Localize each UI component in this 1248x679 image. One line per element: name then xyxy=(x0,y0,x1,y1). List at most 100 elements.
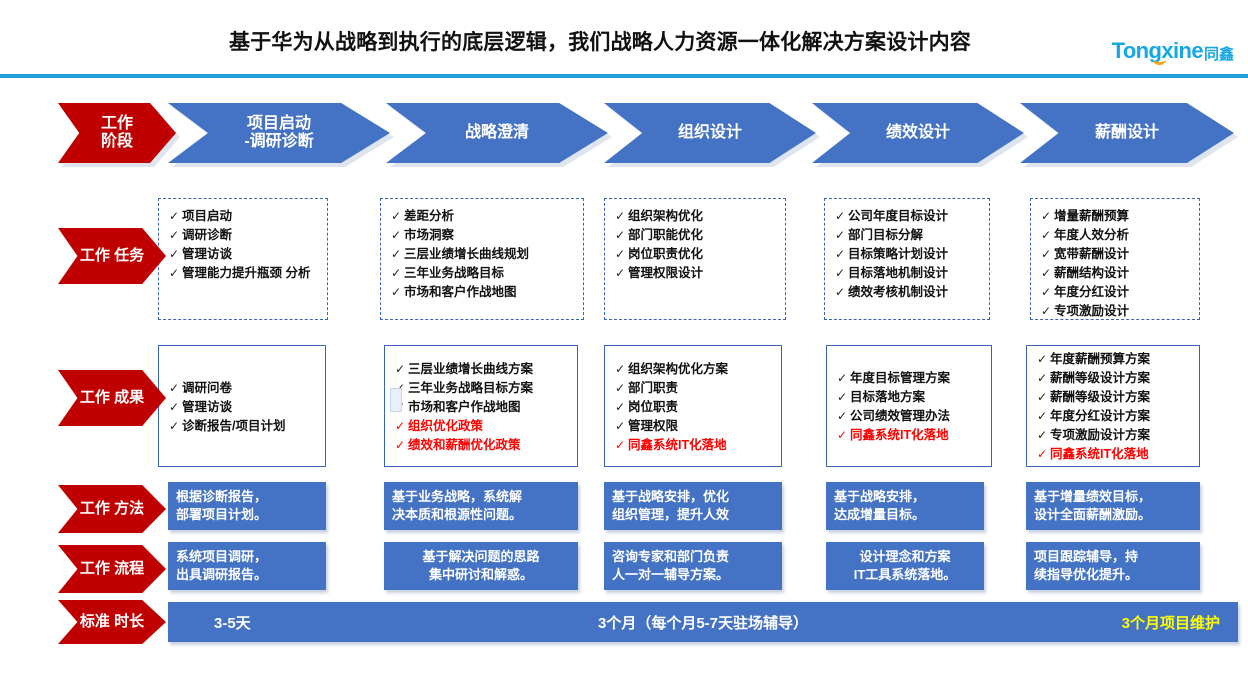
check-icon: ✓ xyxy=(1041,266,1052,280)
outcome-list-item: ✓部门职责 xyxy=(615,379,775,398)
outcome-list-item-label: 调研问卷 xyxy=(182,380,233,395)
logo-text: Tongxine xyxy=(1111,37,1204,63)
check-icon: ✓ xyxy=(1041,285,1052,299)
process-box-1-text: 系统项目调研， 出具调研报告。 xyxy=(176,549,268,582)
task-box-4: ✓公司年度目标设计✓部门目标分解✓目标策略计划设计✓目标落地机制设计✓绩效考核机… xyxy=(824,198,990,320)
row-label-outcome: 工作 成果 xyxy=(58,370,166,426)
method-box-4: 基于战略安排， 达成增量目标。 xyxy=(826,482,984,530)
method-box-2: 基于业务战略，系统解 决本质和根源性问题。 xyxy=(384,482,578,530)
logo-wordmark: Tongxine xyxy=(1111,37,1204,65)
outcome-list-item-label: 组织架构优化方案 xyxy=(628,361,729,376)
method-box-5: 基于增量绩效目标， 设计全面薪酬激励。 xyxy=(1026,482,1200,530)
check-icon: ✓ xyxy=(835,228,846,242)
task-list-item: ✓组织架构优化 xyxy=(615,207,779,226)
check-icon: ✓ xyxy=(1037,428,1048,442)
task-list-item-label: 公司年度目标设计 xyxy=(848,209,949,223)
check-icon: ✓ xyxy=(395,379,408,397)
outcome-list-item-label: 公司绩效管理办法 xyxy=(850,409,951,423)
task-list-item-label: 目标策略计划设计 xyxy=(848,247,949,261)
task-list-item: ✓项目启动 xyxy=(169,207,321,226)
outcome-list-item: ✓同鑫系统IT化落地 xyxy=(837,426,985,445)
smile-accent-icon xyxy=(1152,59,1166,65)
task-list-item-label: 年度人效分析 xyxy=(1054,228,1130,242)
check-icon: ✓ xyxy=(615,209,626,223)
row-label-outcome-text: 工作 成果 xyxy=(79,389,145,407)
outcome-list-item-label: 三层业绩增长曲线方案 xyxy=(408,361,534,376)
outcome-list-item: ✓薪酬等级设计方案 xyxy=(1037,369,1193,388)
outcome-list-item: ✓薪酬等级设计方案 xyxy=(1037,388,1193,407)
outcome-list-item-label: 同鑫系统IT化落地 xyxy=(1050,447,1149,461)
task-box-5: ✓增量薪酬预算✓年度人效分析✓宽带薪酬设计✓薪酬结构设计✓年度分红设计✓专项激励… xyxy=(1030,198,1200,320)
task-list-item: ✓薪酬结构设计 xyxy=(1041,264,1193,283)
task-list-item: ✓岗位职责优化 xyxy=(615,245,779,264)
check-icon: ✓ xyxy=(395,361,406,376)
outcome-list-item-label: 管理访谈 xyxy=(182,399,233,414)
check-icon: ✓ xyxy=(169,418,180,433)
outcome-list-item-label: 部门职责 xyxy=(628,380,679,395)
process-box-5-text: 项目跟踪辅导，持 续指导优化提升。 xyxy=(1034,549,1139,582)
task-list-item: ✓管理访谈 xyxy=(169,245,321,264)
task-list-item-label: 管理权限设计 xyxy=(628,266,704,280)
task-list-item-label: 增量薪酬预算 xyxy=(1054,209,1130,223)
row-label-stage-text: 工作 阶段 xyxy=(100,114,133,150)
outcome-list-item-label: 组织优化政策 xyxy=(408,418,484,433)
process-box-4-text: 设计理念和方案 IT工具系统落地。 xyxy=(853,549,957,582)
task-list-item-label: 年度分红设计 xyxy=(1054,285,1130,299)
outcome-list-item: ✓管理访谈 xyxy=(169,398,319,417)
task-list-item-label: 岗位职责优化 xyxy=(628,247,704,261)
stage-item-5-label: 薪酬设计 xyxy=(1094,123,1159,141)
row-label-process-text: 工作 流程 xyxy=(79,560,145,578)
check-icon: ✓ xyxy=(1037,409,1048,423)
outcome-list-item: ✓调研问卷 xyxy=(169,379,319,398)
row-label-task-text: 工作 任务 xyxy=(79,247,145,265)
outcome-list-item: ✓岗位职责 xyxy=(615,398,775,417)
outcome-box-1: ✓调研问卷✓管理访谈✓诊断报告/项目计划 xyxy=(158,345,326,467)
outcome-list-item-label: 诊断报告/项目计划 xyxy=(182,418,286,433)
check-icon: ✓ xyxy=(169,266,180,280)
check-icon: ✓ xyxy=(1041,209,1052,223)
check-icon: ✓ xyxy=(835,209,846,223)
method-box-5-text: 基于增量绩效目标， 设计全面薪酬激励。 xyxy=(1034,489,1152,522)
task-list-item: ✓目标策略计划设计 xyxy=(835,245,983,264)
outcome-list-item: ✓组织优化政策 xyxy=(395,417,571,436)
check-icon: ✓ xyxy=(615,266,626,280)
outcome-list-item: ✓三层业绩增长曲线方案 xyxy=(395,360,571,379)
process-box-2: 基于解决问题的思路 集中研讨和解惑。 xyxy=(384,542,578,590)
check-icon: ✓ xyxy=(391,285,402,299)
outcome-list-item-label: 同鑫系统IT化落地 xyxy=(628,437,727,452)
row-label-duration: 标准 时长 xyxy=(58,600,166,644)
check-icon: ✓ xyxy=(169,380,180,395)
check-icon: ✓ xyxy=(169,228,180,242)
outcome-list-item: ✓三年业务战略目标方案 xyxy=(395,379,571,398)
task-box-2: ✓差距分析✓市场洞察✓三层业绩增长曲线规划✓三年业务战略目标✓市场和客户作战地图 xyxy=(380,198,584,320)
task-list-item: ✓增量薪酬预算 xyxy=(1041,207,1193,226)
check-icon: ✓ xyxy=(391,228,402,242)
outcome-list-item-label: 专项激励设计方案 xyxy=(1050,428,1151,442)
outcome-list-item-label: 岗位职责 xyxy=(628,399,679,414)
check-icon: ✓ xyxy=(835,266,846,280)
process-box-2-text: 基于解决问题的思路 集中研讨和解惑。 xyxy=(422,549,540,582)
task-list-item-label: 宽带薪酬设计 xyxy=(1054,247,1130,261)
check-icon: ✓ xyxy=(391,247,402,261)
task-list-item: ✓年度人效分析 xyxy=(1041,226,1193,245)
task-list-item-label: 管理能力提升瓶颈 分析 xyxy=(182,266,311,280)
check-icon: ✓ xyxy=(837,409,848,423)
check-icon: ✓ xyxy=(391,266,402,280)
task-list-item-label: 项目启动 xyxy=(182,209,233,223)
check-icon: ✓ xyxy=(169,399,180,414)
process-box-4: 设计理念和方案 IT工具系统落地。 xyxy=(826,542,984,590)
task-list-item: ✓专项激励设计 xyxy=(1041,302,1193,321)
outcome-list-item-label: 薪酬等级设计方案 xyxy=(1050,390,1151,404)
task-list-item-label: 目标落地机制设计 xyxy=(848,266,949,280)
logo-chinese-name: 同鑫 xyxy=(1203,45,1234,63)
outcome-list-item: ✓同鑫系统IT化落地 xyxy=(615,436,775,455)
outcome-list-item-label: 市场和客户作战地图 xyxy=(408,399,521,414)
outcome-list-item-label: 年度薪酬预算方案 xyxy=(1050,352,1151,366)
check-icon: ✓ xyxy=(169,247,180,261)
check-icon: ✓ xyxy=(837,371,848,385)
stage-row: 工作 阶段 项目启动 -调研诊断 战略澄清 组织设计 绩效设计 薪酬设计 xyxy=(0,103,1248,167)
stage-item-4-label: 绩效设计 xyxy=(885,123,950,141)
outcome-list-item-label: 目标落地方案 xyxy=(850,390,926,404)
task-list-item: ✓目标落地机制设计 xyxy=(835,264,983,283)
